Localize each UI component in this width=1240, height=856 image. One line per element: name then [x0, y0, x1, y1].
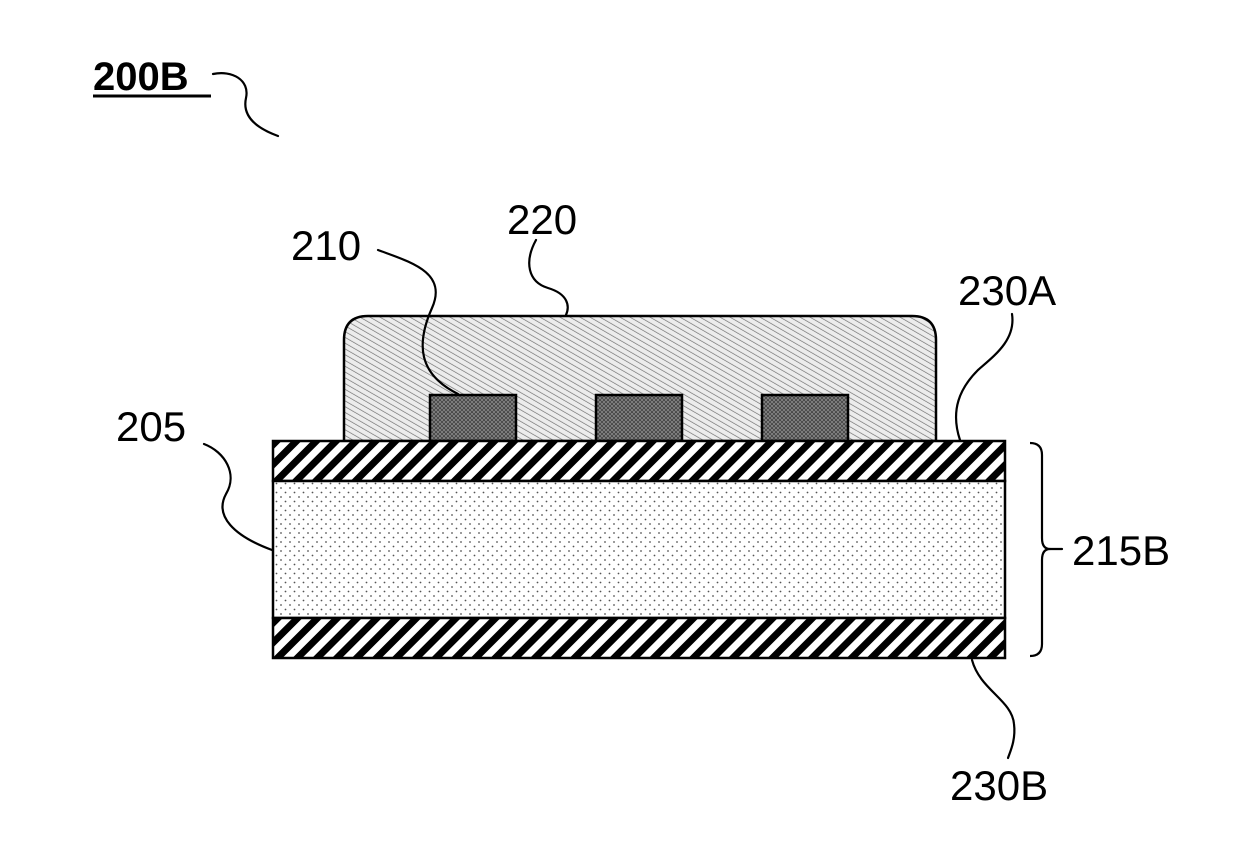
figure-label-text: 200B	[93, 55, 189, 99]
chip-210-b	[596, 395, 682, 441]
bottom-layer-230b	[273, 618, 1005, 658]
leader-205	[204, 444, 272, 550]
leader-230b	[972, 660, 1014, 758]
label-215b: 215B	[1072, 527, 1170, 574]
bracket-215b	[1030, 443, 1050, 656]
chip-group-210	[430, 395, 848, 441]
label-230a: 230A	[958, 267, 1056, 314]
figure-label: 200B	[93, 55, 278, 136]
figure-label-leader	[213, 73, 278, 136]
layer-stack-215b	[273, 441, 1005, 658]
label-220: 220	[507, 196, 577, 243]
leader-230a	[956, 314, 1012, 440]
label-210: 210	[291, 222, 361, 269]
top-layer-230a	[273, 441, 1005, 481]
label-230b: 230B	[950, 762, 1048, 809]
chip-210-a	[430, 395, 516, 441]
label-205: 205	[116, 403, 186, 450]
chip-210-c	[762, 395, 848, 441]
substrate-205	[273, 481, 1005, 618]
leader-220	[529, 240, 567, 315]
